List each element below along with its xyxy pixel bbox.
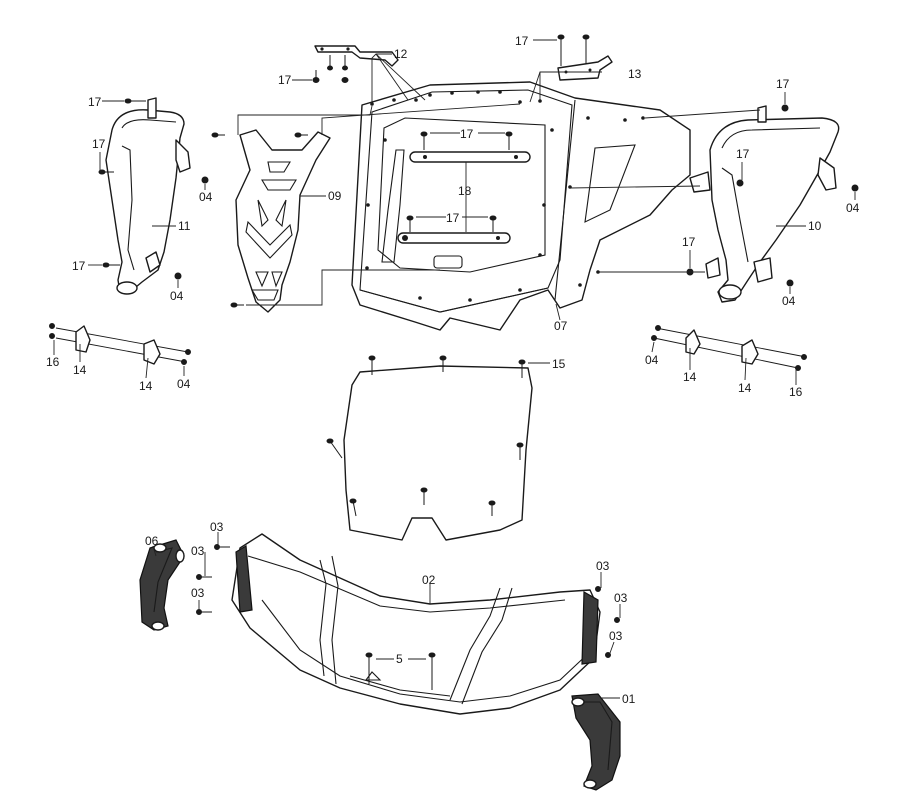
label-18: 18 [458,184,472,198]
label-11: 11 [178,219,191,233]
label-17: 17 [736,147,750,161]
label-04: 04 [846,201,860,215]
label-07: 07 [554,319,568,333]
label-17: 17 [278,73,292,87]
label-03: 03 [210,520,224,534]
bracket-12 [312,45,399,83]
label-16: 16 [46,355,60,369]
skid-plate-09 [235,129,331,313]
bracket-13 [557,34,613,81]
label-03: 03 [191,586,205,600]
label-15: 15 [552,357,566,371]
strap-18-upper [409,151,531,163]
label-04: 04 [782,294,796,308]
label-14: 14 [738,381,752,395]
bumper-frame-02 [231,533,601,715]
label-09: 09 [328,189,342,203]
dash-panel-07 [351,81,691,331]
label-5: 5 [396,652,403,666]
label-10: 10 [808,219,822,233]
label-02: 02 [422,573,436,587]
bolts-17-on-straps [406,131,513,232]
bolts-17-on-skid-plate [211,132,308,308]
label-04: 04 [177,377,191,391]
leader-lines [53,39,856,699]
end-cap-06 [139,539,185,631]
label-17: 17 [446,211,460,225]
label-04: 04 [645,353,659,367]
label-04: 04 [170,289,184,303]
label-03: 03 [191,544,205,558]
label-03: 03 [614,591,628,605]
label-17: 17 [460,127,474,141]
label-17: 17 [88,95,102,109]
label-14: 14 [73,363,87,377]
bracket-14-right-assembly [651,325,807,371]
label-03: 03 [609,629,623,643]
strap-18-lower [397,232,511,244]
end-cap-01 [571,693,621,791]
label-14: 14 [139,379,153,393]
label-17: 17 [515,34,529,48]
label-17: 17 [776,77,790,91]
label-17: 17 [92,137,106,151]
label-06: 06 [145,534,159,548]
callout-labels: 12 17 17 13 17 17 04 11 17 04 09 17 18 1… [46,34,860,706]
label-12: 12 [394,47,408,61]
label-16: 16 [789,385,803,399]
label-04: 04 [199,190,213,204]
screen-15 [326,355,533,541]
label-01: 01 [622,692,636,706]
label-14: 14 [683,370,697,384]
bracket-14-left-assembly [49,323,191,365]
label-17: 17 [72,259,86,273]
side-bar-10-right [686,104,859,303]
side-bar-11-left [98,97,209,295]
label-03: 03 [596,559,610,573]
label-17: 17 [682,235,696,249]
label-13: 13 [628,67,642,81]
bolts-03 [196,544,620,658]
